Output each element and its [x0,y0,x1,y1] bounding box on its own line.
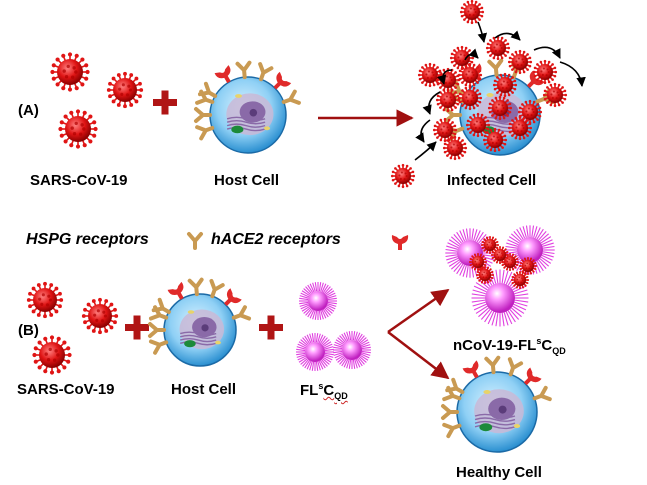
virus-quantum-dot-complex [445,225,555,327]
virus-label-a: SARS-CoV-19 [30,172,128,189]
replication-arrows [414,21,586,161]
infected-cell-label: Infected Cell [447,172,537,189]
host-cell-label-b: Host Cell [171,381,237,398]
quantum-dot-icon [296,333,334,371]
virus-particle [32,335,72,375]
virus-cluster [390,0,568,189]
complex-label: nCoV-19-FLsCQD [453,336,566,356]
panel-a-tag: (A) [18,102,39,119]
hace2-legend-label: hACE2 receptors [211,231,341,248]
quantum-dot-icon [333,331,371,369]
virus-particle [106,71,144,109]
plus-icon [153,90,177,115]
host-cell-icon [148,277,252,367]
healthy-cell-label: Healthy Cell [456,464,542,481]
virus-particle [26,281,64,319]
branch-arrows [387,288,450,380]
host-cell-icon [194,60,301,154]
hspg-legend-label: HSPG receptors [26,231,149,248]
virus-particle [50,52,90,92]
virus-particle [58,109,98,149]
plus-icon [125,315,149,340]
quantum-dot-label: FLsCQD [300,381,348,401]
plus-icon [259,315,283,340]
virus-particle [81,297,119,335]
quantum-dot-icon [299,282,337,320]
healthy-cell-icon [441,355,552,453]
host-cell-label-a: Host Cell [214,172,280,189]
hspg-receptor-icon [187,232,203,250]
hace2-receptor-icon [391,235,409,250]
virus-label-b: SARS-CoV-19 [17,381,115,398]
panel-b-tag: (B) [18,322,39,339]
